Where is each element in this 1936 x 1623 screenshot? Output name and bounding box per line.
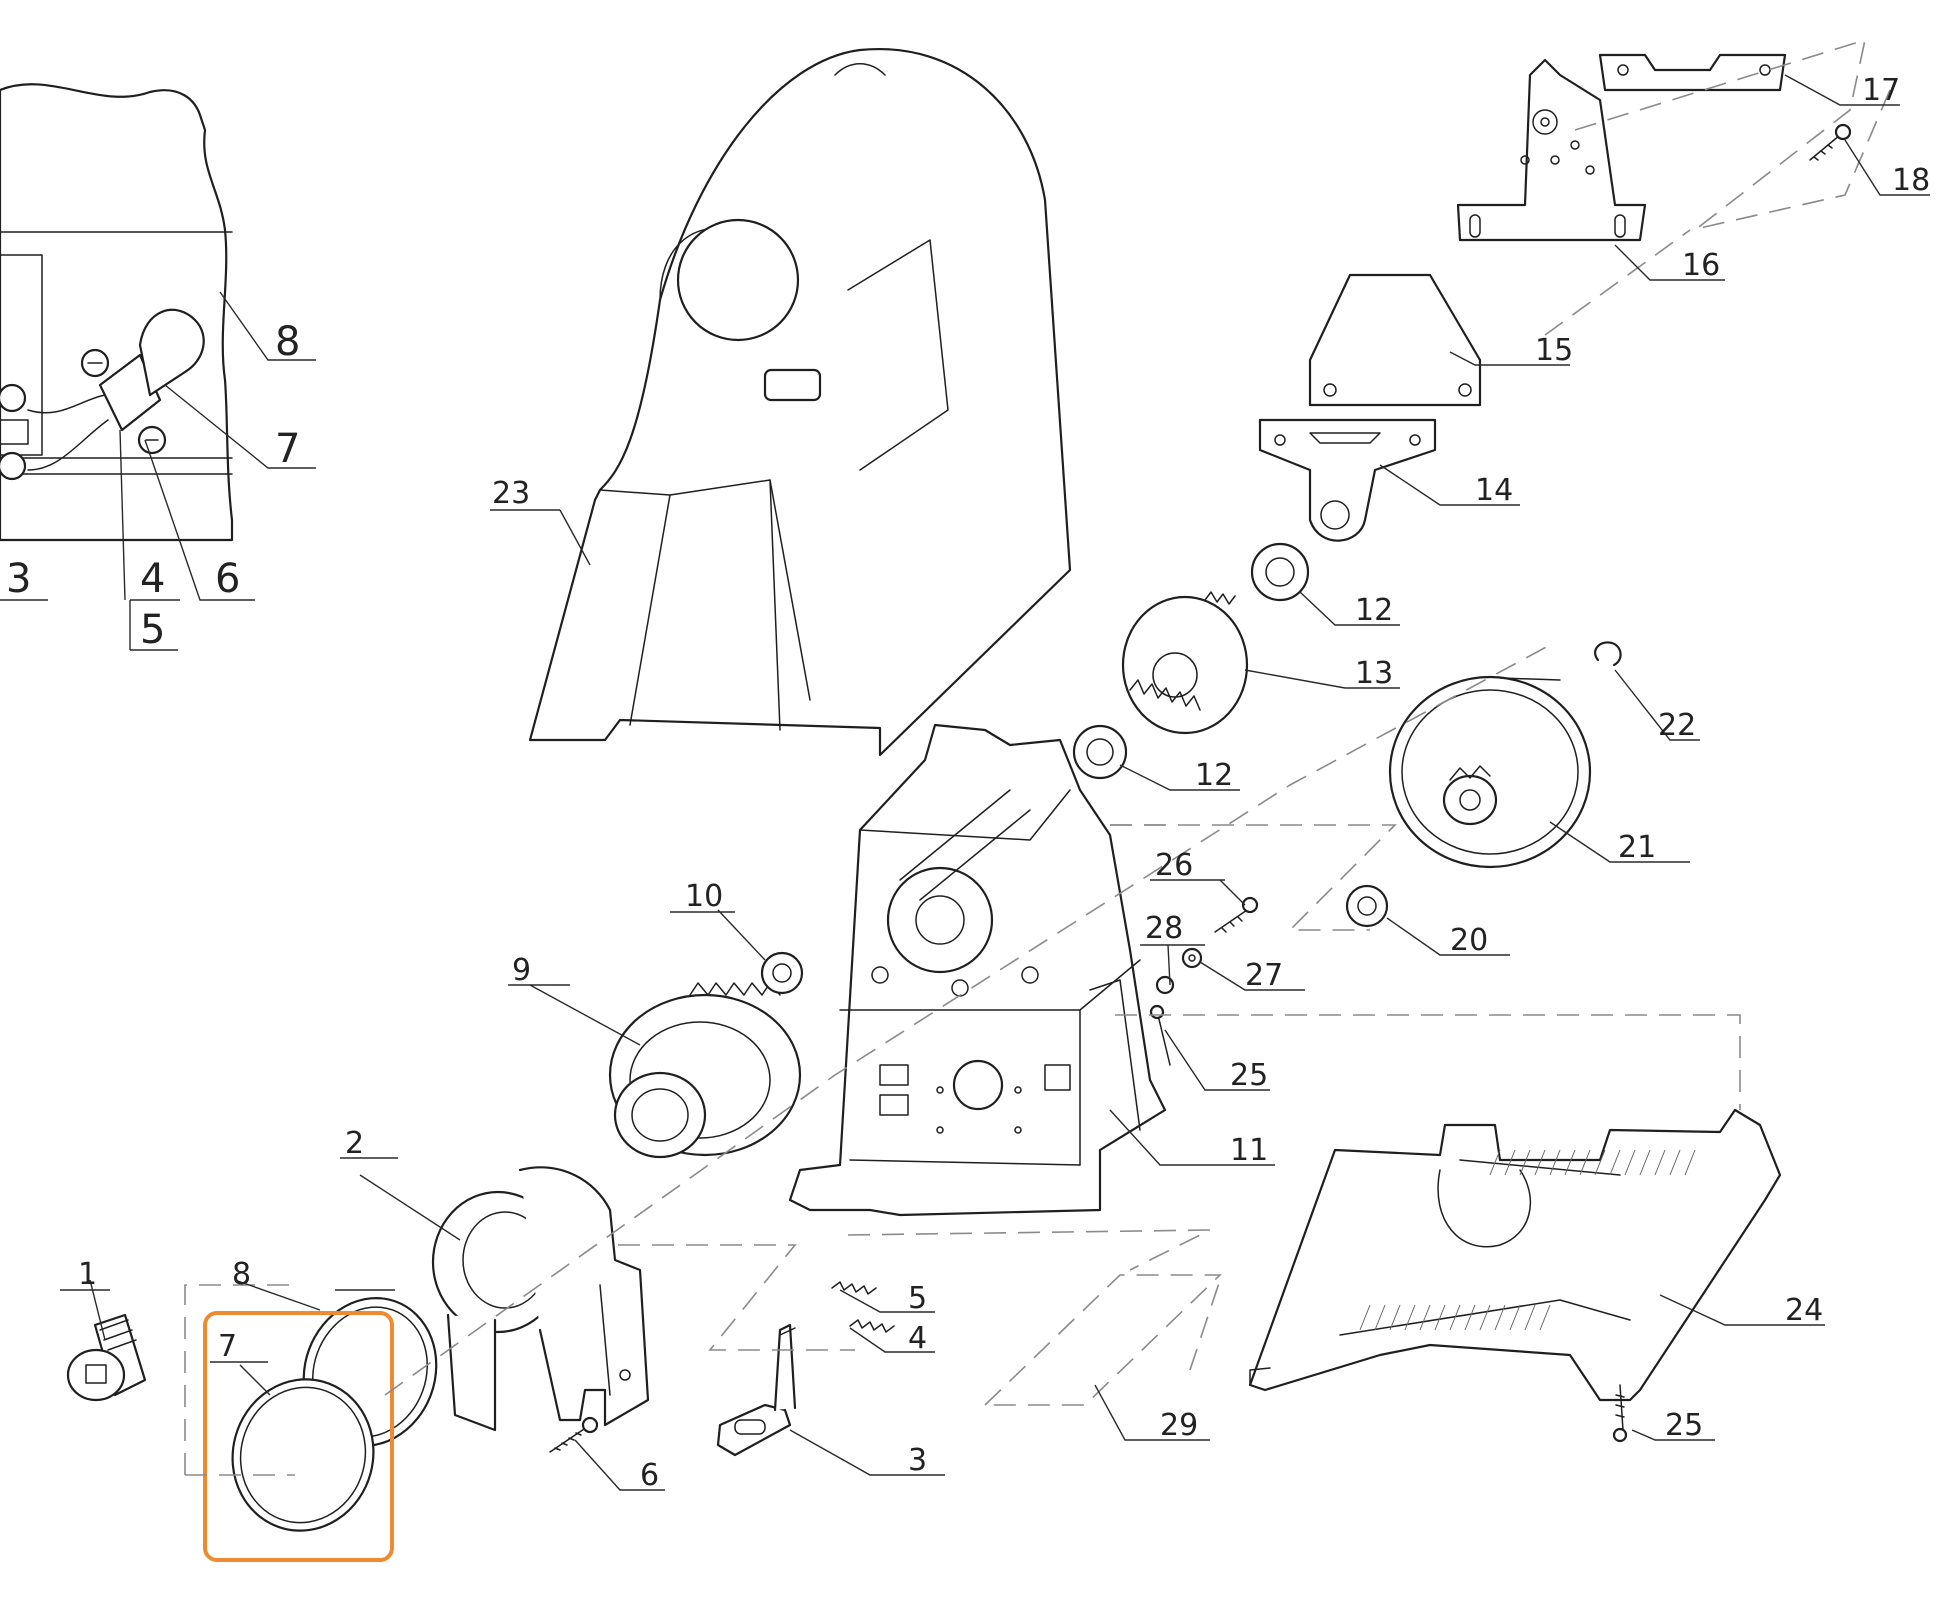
part-2-bearing-block — [431, 1166, 650, 1432]
part-16-limit-switch — [1456, 58, 1647, 242]
callout-21: 21 — [1618, 830, 1656, 865]
part-21-drum — [1388, 675, 1592, 869]
part-7-ring — [231, 1378, 375, 1532]
callout-7: 7 — [218, 1329, 237, 1364]
inset-detail-view — [0, 83, 316, 651]
callout-1: 1 — [78, 1257, 97, 1292]
leader-lines — [60, 74, 1930, 1491]
inset-callout-4: 4 — [140, 556, 165, 602]
part-12-washer-lower — [1072, 724, 1128, 780]
part-25-screw-lower — [1612, 1384, 1628, 1443]
inset-callout-7: 7 — [275, 426, 300, 472]
callout-2: 2 — [345, 1126, 364, 1161]
callout-9: 9 — [512, 953, 531, 988]
callout-29: 29 — [1160, 1408, 1198, 1443]
part-9-gear — [608, 982, 802, 1159]
part-5-spring — [831, 1281, 877, 1295]
part-24-base — [1248, 1108, 1782, 1402]
callout-8: 8 — [232, 1257, 251, 1292]
assembly-center-lines — [184, 38, 1891, 1476]
part-22-circlip — [1594, 641, 1622, 667]
callout-5: 5 — [908, 1281, 927, 1316]
callout-28: 28 — [1145, 911, 1183, 946]
callout-labels: 1 8 7 2 6 3 4 5 9 10 11 12 12 13 14 15 1… — [6, 73, 1930, 1493]
callout-24: 24 — [1785, 1293, 1823, 1328]
callout-23: 23 — [492, 476, 530, 511]
part-20-washer — [1345, 884, 1389, 928]
part-4-spring — [849, 1319, 895, 1333]
inset-callout-8: 8 — [275, 319, 300, 365]
callout-25-lower: 25 — [1665, 1408, 1703, 1443]
callout-17: 17 — [1862, 73, 1900, 108]
part-29-gasket — [983, 1274, 1222, 1406]
part-10-washer — [760, 951, 804, 995]
callout-27: 27 — [1245, 958, 1283, 993]
callout-13: 13 — [1355, 656, 1393, 691]
callout-16: 16 — [1682, 248, 1720, 283]
part-23-cover — [528, 47, 1072, 757]
part-27-washer — [1181, 947, 1203, 969]
highlight-frame — [203, 1311, 394, 1562]
inset-callout-5: 5 — [140, 607, 165, 653]
callout-12-lower: 12 — [1195, 758, 1233, 793]
callout-10: 10 — [685, 879, 723, 914]
part-17-plate — [1598, 53, 1787, 92]
callout-22: 22 — [1658, 708, 1696, 743]
callout-3: 3 — [908, 1443, 927, 1478]
callout-20: 20 — [1450, 923, 1488, 958]
inset-callout-6: 6 — [215, 556, 240, 602]
callout-12-upper: 12 — [1355, 593, 1393, 628]
callout-11: 11 — [1230, 1133, 1268, 1168]
part-18-screw — [1809, 123, 1852, 161]
callout-15: 15 — [1535, 333, 1573, 368]
part-13-gear — [1121, 591, 1249, 735]
part-3-lever — [716, 1323, 797, 1457]
callout-14: 14 — [1475, 473, 1513, 508]
callout-18: 18 — [1892, 163, 1930, 198]
part-11-housing — [788, 723, 1167, 1217]
part-28-washer — [1155, 975, 1175, 995]
part-15-plate — [1308, 273, 1482, 407]
part-6-screw — [549, 1416, 599, 1453]
part-1-pinion — [66, 1313, 147, 1402]
part-26-screw — [1214, 896, 1259, 933]
callout-4: 4 — [908, 1321, 927, 1356]
part-14-bracket — [1258, 418, 1437, 542]
callout-26: 26 — [1155, 848, 1193, 883]
inset-callout-3: 3 — [6, 556, 31, 602]
callout-6: 6 — [640, 1458, 659, 1493]
part-12-washer-upper — [1250, 542, 1310, 602]
callout-25-upper: 25 — [1230, 1058, 1268, 1093]
